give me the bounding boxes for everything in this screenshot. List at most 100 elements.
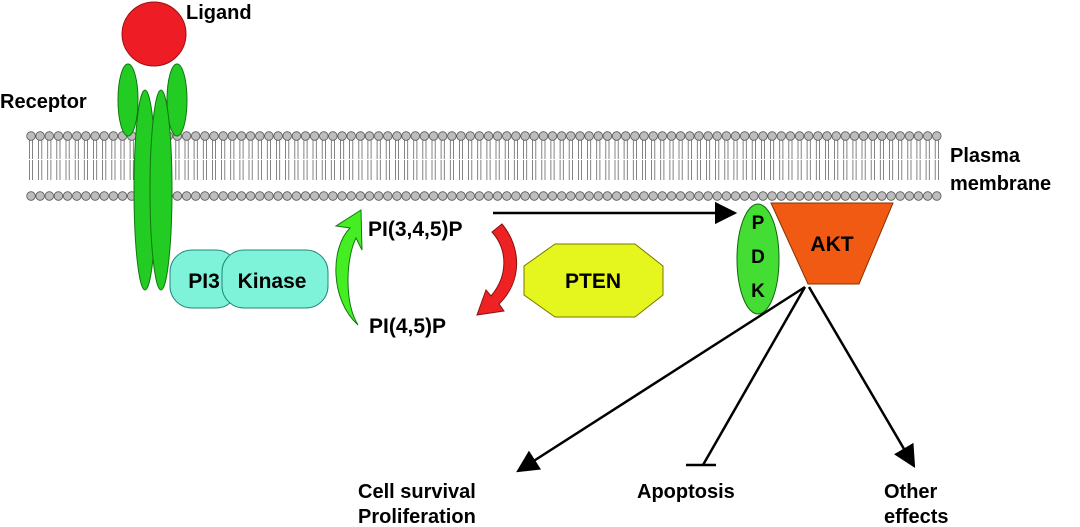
membrane-lipid-head (410, 131, 421, 141)
cell-survival-label-line2: Proliferation (358, 506, 476, 527)
membrane-lipid-head (90, 131, 100, 141)
membrane-lipid-head (895, 191, 905, 201)
membrane-lipid-head (621, 191, 631, 201)
membrane-lipid-tails (28, 140, 939, 180)
membrane-lipid-head (721, 131, 732, 141)
membrane-lipid-head (566, 131, 576, 141)
membrane-lipid-head (511, 131, 521, 141)
membrane-lipid-head (648, 191, 658, 201)
plasma-membrane-bilayer (26, 131, 942, 201)
membrane-lipid-head (355, 191, 366, 201)
membrane-lipid-head (492, 131, 503, 141)
pdk-ellipse (736, 203, 780, 315)
membrane-lipid-head (392, 191, 402, 201)
pi3-kinase (169, 249, 329, 309)
membrane-lipid-head (520, 191, 530, 201)
membrane-lipid-head (44, 191, 55, 201)
membrane-lipid-head (923, 191, 933, 201)
membrane-lipid-head (621, 131, 631, 141)
membrane-lipid-head (438, 191, 448, 201)
membrane-lipid-head (740, 191, 750, 201)
pip2-label: PI(4,5)P (369, 315, 446, 338)
other-effects-label-line2: effects (884, 506, 948, 527)
plasma-membrane-label-line2: membrane (950, 173, 1051, 195)
membrane-lipid-head (547, 131, 558, 141)
membrane-lipid-head (90, 191, 100, 201)
membrane-lipid-head (877, 191, 887, 201)
akt-to-cell-survival-arrow-icon (516, 285, 806, 473)
membrane-lipid-head (520, 131, 530, 141)
membrane-lipid-head (346, 131, 356, 141)
membrane-lipid-head (666, 131, 677, 141)
membrane-lipid-head (776, 191, 787, 201)
membrane-lipid-head (383, 131, 393, 141)
pi3-kinase-label-part2: Kinase (238, 270, 307, 293)
membrane-lipid-head (72, 131, 82, 141)
membrane-lipid-head (630, 131, 640, 141)
membrane-lipid-head (62, 131, 73, 141)
membrane-lipid-head (355, 131, 366, 141)
membrane-lipid-head (611, 131, 622, 141)
membrane-lipid-head (319, 191, 329, 201)
membrane-lipid-head (419, 131, 430, 141)
membrane-lipid-head (502, 131, 512, 141)
membrane-lipid-head (675, 131, 686, 141)
membrane-lipid-head (813, 191, 823, 201)
membrane-lipid-head (593, 191, 604, 201)
membrane-lipid-head (666, 191, 677, 201)
membrane-lipid-head (813, 131, 823, 141)
membrane-lipid-head (456, 131, 466, 141)
akt-to-apoptosis-inhibition-line (701, 286, 807, 466)
membrane-lipid-head (44, 131, 55, 141)
membrane-lipid-head (547, 191, 558, 201)
membrane-lipid-head (694, 131, 704, 141)
membrane-lipid-head (776, 131, 787, 141)
membrane-lipid-head (108, 131, 119, 141)
membrane-lipid-head (639, 191, 649, 201)
membrane-lipid-head (858, 191, 869, 201)
membrane-lipid-head (538, 191, 549, 201)
membrane-lipid-head (26, 191, 36, 201)
membrane-lipid-head (923, 131, 933, 141)
membrane-lipid-head (657, 191, 668, 201)
other-effects-label-line1: Other (884, 481, 938, 503)
membrane-lipid-head (428, 131, 439, 141)
membrane-lipid-head (529, 191, 539, 201)
membrane-lipid-head (483, 191, 494, 201)
membrane-lipid-head (575, 191, 585, 201)
membrane-lipid-head (26, 131, 36, 141)
membrane-lipid-head (758, 191, 768, 201)
membrane-lipid-head (794, 191, 805, 201)
membrane-lipid-head (538, 131, 549, 141)
membrane-lipid-head (81, 191, 91, 201)
membrane-lipid-head (804, 131, 814, 141)
receptor-left-arm (117, 63, 139, 137)
membrane-lipid-head (456, 191, 466, 201)
membrane-lipid-head (831, 131, 841, 141)
membrane-lipid-head (492, 191, 503, 201)
ligand-circle (121, 1, 187, 67)
cell-survival-label-line1: Cell survival (358, 481, 476, 503)
membrane-lipid-head (255, 131, 265, 141)
membrane-lipid-head (822, 191, 832, 201)
receptor-right-arm (166, 63, 188, 137)
membrane-lipid-head (557, 191, 567, 201)
membrane-lipid-head (291, 131, 302, 141)
membrane-lipid-head (273, 131, 283, 141)
membrane-lipid-head (849, 191, 860, 201)
membrane-lipid-head (529, 131, 539, 141)
pi3-kinase-label-part1: PI3 (188, 270, 220, 293)
membrane-lipid-head (264, 191, 274, 201)
membrane-lipid-head (593, 131, 604, 141)
membrane-lipid-head (264, 131, 274, 141)
membrane-lipid-head (438, 131, 448, 141)
membrane-lipid-head (703, 131, 713, 141)
plasma-membrane-label-line1: Plasma (950, 145, 1021, 167)
apoptosis-label: Apoptosis (637, 481, 735, 503)
ligand-label: Ligand (186, 2, 252, 24)
membrane-lipid-head (584, 131, 594, 141)
membrane-lipid-head (374, 191, 384, 201)
membrane-lipid-head (209, 131, 219, 141)
membrane-lipid-head (511, 191, 521, 201)
membrane-lipid-head (245, 191, 256, 201)
